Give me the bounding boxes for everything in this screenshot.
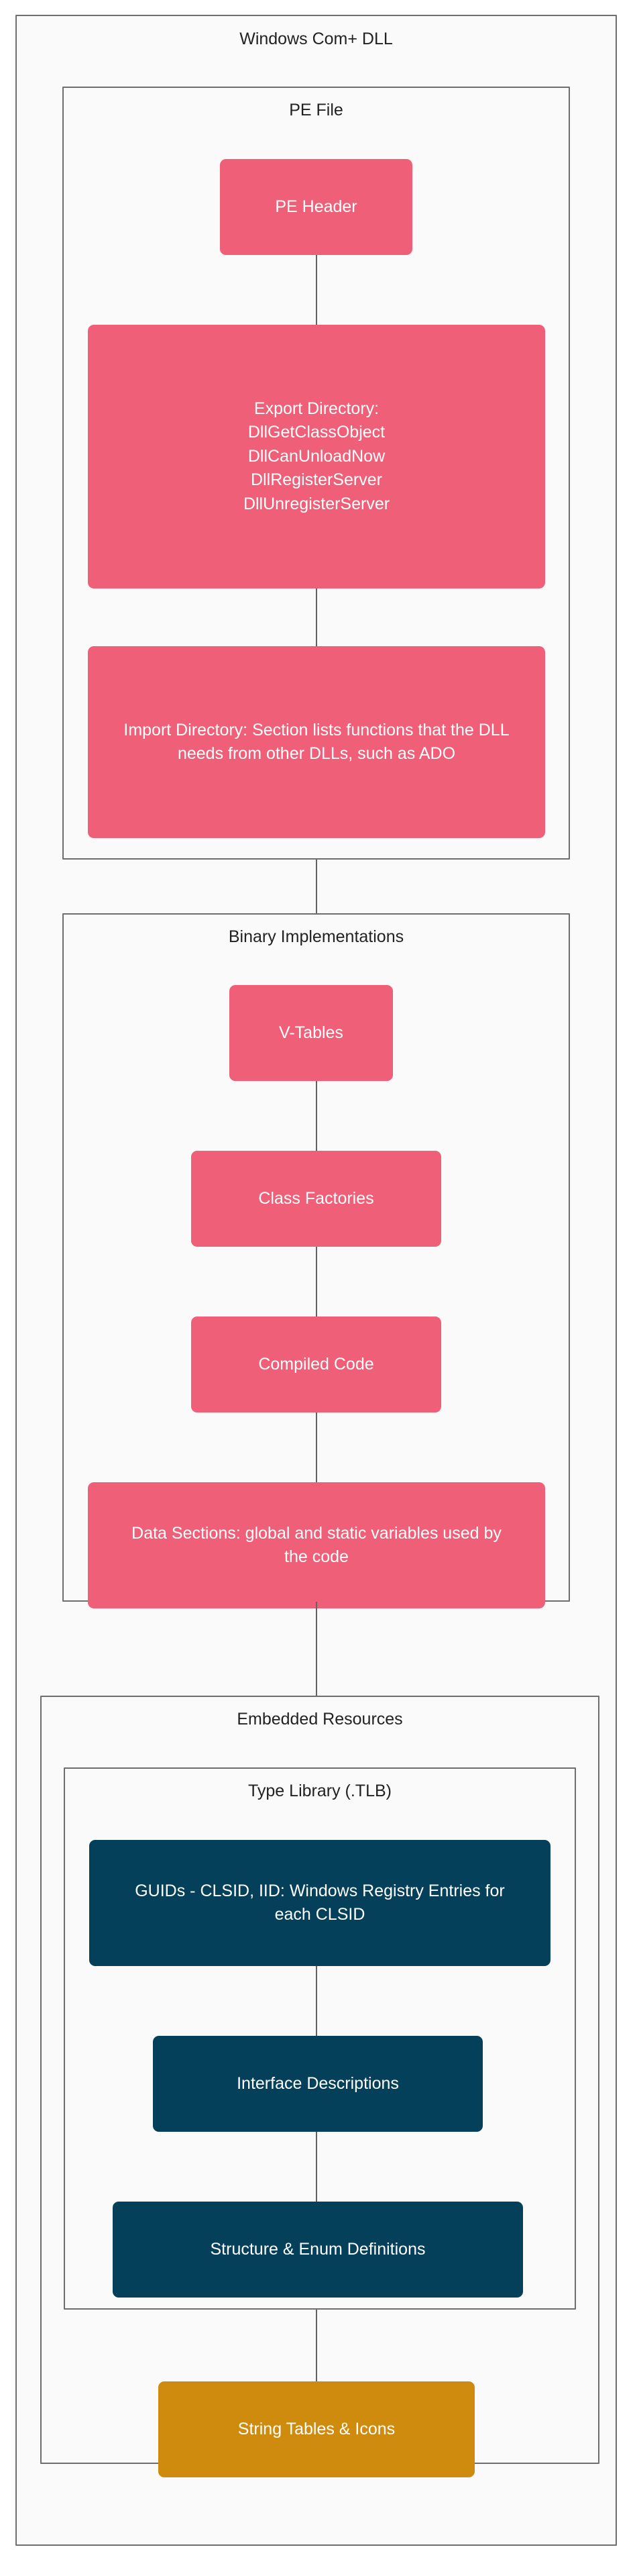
edge-export-directory-to-import-directory [316, 588, 317, 646]
edge-pe-header-to-export-directory [316, 255, 317, 325]
node-export-directory[interactable]: Export Directory: DllGetClassObject DllC… [88, 325, 545, 588]
node-class-factories[interactable]: Class Factories [191, 1151, 441, 1247]
edge-pe-file-to-binary-implementations [316, 860, 317, 913]
edge-binary-implementations-to-embedded-resources [316, 1602, 317, 1696]
subgraph-title-windows-com-plus-dll: Windows Com+ DLL [239, 30, 393, 48]
node-string-tables-icons[interactable]: String Tables & Icons [158, 2381, 475, 2477]
node-interface-descriptions[interactable]: Interface Descriptions [153, 2036, 483, 2132]
edge-type-library-to-string-tables-icons [316, 2310, 317, 2381]
edge-v-tables-to-class-factories [316, 1081, 317, 1151]
subgraph-title-pe-file: PE File [289, 101, 343, 119]
subgraph-title-embedded-resources: Embedded Resources [237, 1710, 403, 1729]
node-data-sections[interactable]: Data Sections: global and static variabl… [88, 1482, 545, 1608]
subgraph-title-binary-implementations: Binary Implementations [228, 927, 404, 946]
edge-guids-to-interface-descriptions [316, 1966, 317, 2036]
node-guids[interactable]: GUIDs - CLSID, IID: Windows Registry Ent… [89, 1840, 551, 1966]
edge-class-factories-to-compiled-code [316, 1247, 317, 1317]
node-structure-enum-definitions[interactable]: Structure & Enum Definitions [113, 2202, 523, 2298]
edge-compiled-code-to-data-sections [316, 1412, 317, 1482]
edge-interface-descriptions-to-structure-enum-definitions [316, 2132, 317, 2202]
node-v-tables[interactable]: V-Tables [229, 985, 393, 1081]
subgraph-title-type-library: Type Library (.TLB) [248, 1782, 392, 1800]
node-import-directory[interactable]: Import Directory: Section lists function… [88, 646, 545, 838]
node-pe-header[interactable]: PE Header [220, 159, 412, 255]
node-compiled-code[interactable]: Compiled Code [191, 1317, 441, 1412]
